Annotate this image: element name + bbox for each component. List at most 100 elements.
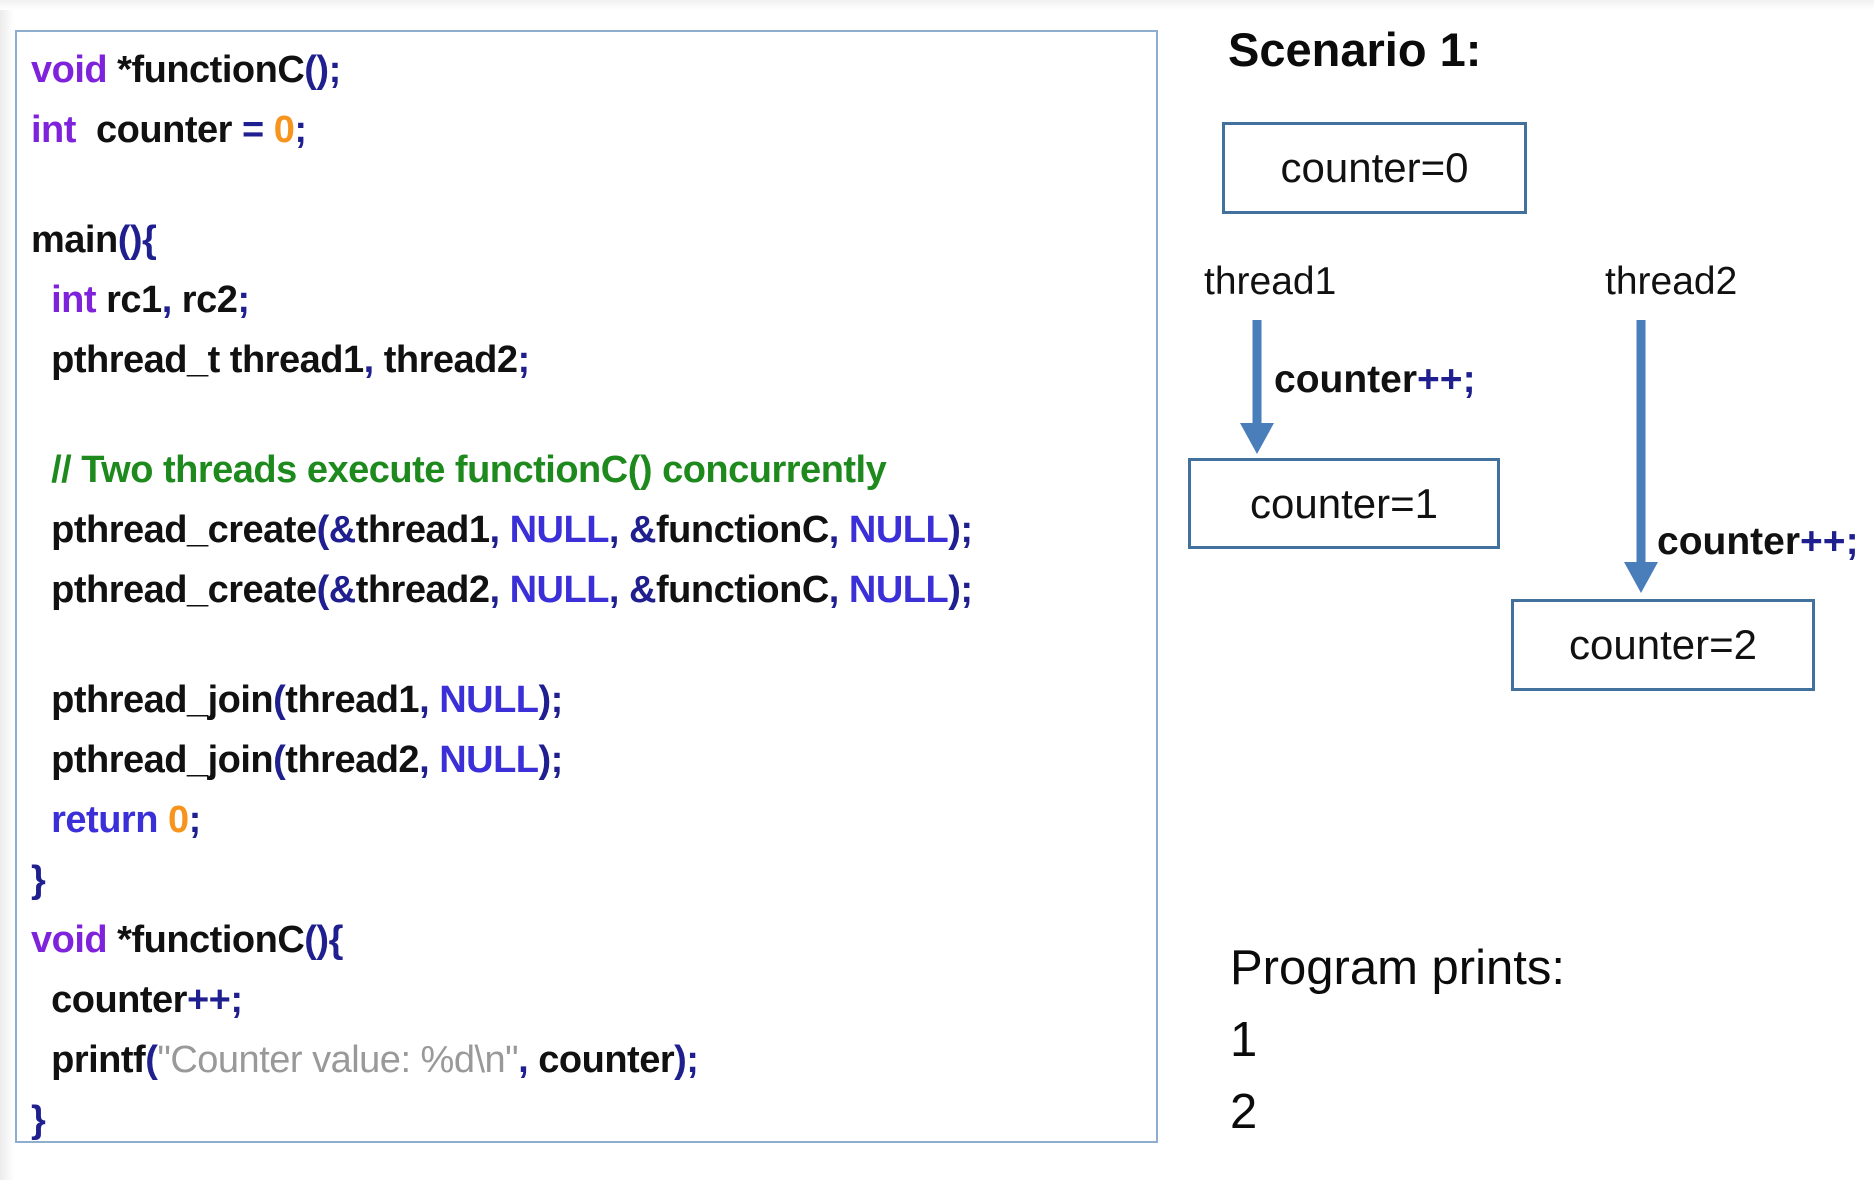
code-token: counter [528, 1039, 675, 1081]
code-token: thread2 [355, 569, 490, 611]
code-blank-line [31, 620, 1156, 670]
code-blank-line [31, 390, 1156, 440]
thread1-arrow-shaft [1252, 320, 1262, 426]
code-token: counter [31, 979, 187, 1021]
code-token: int [31, 109, 76, 151]
thread2-arrowhead-icon [1624, 562, 1658, 593]
code-token: & [629, 569, 656, 611]
code-token: NULL [509, 569, 610, 611]
code-line: } [31, 850, 1156, 910]
code-token: thread1 [285, 679, 420, 721]
code-token: , [608, 569, 620, 611]
code-token: thread2 [373, 339, 518, 381]
code-token: 0 [167, 799, 189, 841]
code-token: functionC [655, 569, 829, 611]
thread1-label: thread1 [1204, 260, 1337, 303]
code-token [619, 569, 629, 611]
code-token: pthread_create [31, 569, 317, 611]
code-token [31, 279, 51, 321]
code-token: NULL [439, 739, 539, 781]
code-token: ++; [1800, 520, 1859, 563]
code-token [500, 569, 510, 611]
code-token: , [363, 339, 375, 381]
code-token: , [419, 739, 430, 781]
code-line: int counter = 0; [31, 100, 1156, 160]
counter1-value: counter=1 [1250, 479, 1438, 527]
counter0-value: counter=0 [1280, 144, 1469, 191]
code-token [429, 739, 439, 781]
thread2-action-label: counter++; [1657, 520, 1859, 564]
code-line: int rc1, rc2; [31, 270, 1156, 330]
code-line: counter++; [31, 970, 1156, 1030]
code-token: pthread_t thread1 [31, 339, 364, 381]
code-line: return 0; [31, 790, 1156, 850]
code-token: NULL [848, 569, 949, 611]
code-token [839, 509, 849, 551]
code-token: (){ [304, 919, 343, 961]
code-token [500, 509, 510, 551]
code-token: ++; [1417, 358, 1476, 401]
code-token [158, 799, 168, 841]
code-token: , [828, 509, 840, 551]
code-token: *functionC [107, 49, 305, 91]
thread1-arrow-icon [1239, 320, 1275, 454]
code-token: ( [145, 1039, 158, 1081]
code-token: "Counter value: %d\n" [157, 1039, 519, 1081]
thread1-arrowhead-icon [1240, 423, 1274, 454]
program-output-line2: 2 [1230, 1085, 1258, 1139]
code-token: (& [316, 569, 357, 611]
counter0-box: counter=0 [1222, 122, 1527, 214]
code-token: 0 [273, 109, 295, 151]
code-token: ; [294, 109, 307, 151]
code-token: } [31, 859, 46, 901]
code-token: ); [674, 1039, 699, 1081]
code-token: ); [948, 569, 973, 611]
code-token [619, 509, 629, 551]
code-line: void *functionC(){ [31, 910, 1156, 970]
code-token: return [51, 799, 158, 841]
code-token: } [31, 1099, 46, 1141]
code-token: , [419, 679, 430, 721]
code-token: (){ [117, 219, 157, 261]
code-token: counter [1657, 520, 1801, 563]
counter1-box: counter=1 [1188, 458, 1500, 549]
code-token: ); [538, 679, 564, 721]
code-token [839, 569, 849, 611]
code-token [31, 799, 51, 841]
code-token: pthread_join [31, 679, 274, 721]
code-token: rc2 [171, 279, 238, 321]
code-token: ); [948, 509, 973, 551]
code-token: thread1 [355, 509, 490, 551]
code-token: *functionC [107, 919, 305, 961]
code-token: ++; [186, 979, 243, 1021]
code-token: ( [273, 679, 286, 721]
code-token: NULL [509, 509, 610, 551]
code-token: NULL [439, 679, 539, 721]
code-token: thread2 [285, 739, 420, 781]
code-token: ( [273, 739, 286, 781]
code-token: void [31, 919, 108, 961]
scenario-title: Scenario 1: [1228, 23, 1482, 76]
program-output-heading: Program prints: [1230, 941, 1565, 995]
code-token: ; [517, 339, 530, 381]
thread1-action-label: counter++; [1274, 358, 1476, 402]
code-token: , [161, 279, 173, 321]
code-line: pthread_join(thread1, NULL); [31, 670, 1156, 730]
counter2-value: counter=2 [1569, 621, 1757, 668]
code-token: ; [237, 279, 250, 321]
code-token: NULL [848, 509, 949, 551]
code-token: , [608, 509, 620, 551]
code-line: // Two threads execute functionC() concu… [31, 440, 1156, 500]
code-token: functionC [655, 509, 829, 551]
code-line: pthread_create(&thread1, NULL, &function… [31, 500, 1156, 560]
code-token: counter [1274, 358, 1418, 401]
code-line: printf("Counter value: %d\n", counter); [31, 1030, 1156, 1090]
page-left-edge [0, 0, 14, 1180]
code-token: , [518, 1039, 529, 1081]
code-token: int [51, 279, 97, 321]
thread2-arrow-icon [1623, 320, 1659, 593]
code-token: & [629, 509, 656, 551]
code-token: pthread_join [31, 739, 274, 781]
code-line: pthread_t thread1, thread2; [31, 330, 1156, 390]
code-token: (& [316, 509, 357, 551]
